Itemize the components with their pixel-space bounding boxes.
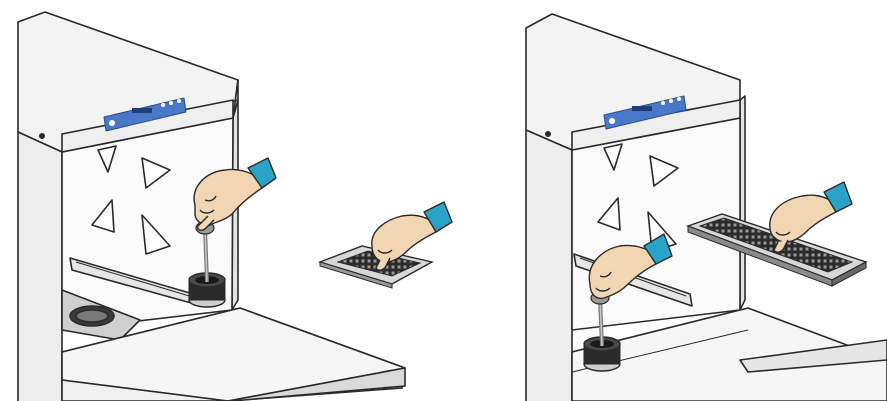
- panel-left: [18, 12, 452, 401]
- panel-right: [526, 14, 887, 401]
- hand-icon: [770, 182, 852, 252]
